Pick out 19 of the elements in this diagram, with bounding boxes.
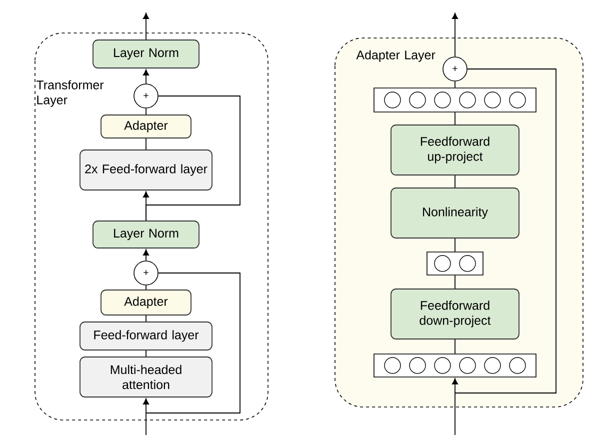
neuron-layer — [374, 88, 536, 112]
adapter-box: Adapter — [100, 114, 192, 138]
layer-box: 2x Feed-forward layer — [80, 150, 212, 190]
arrow — [142, 249, 150, 262]
layer-box: Feedforward up-project — [390, 124, 520, 176]
layer-box: Layer Norm — [92, 220, 200, 248]
neuron-layer — [426, 252, 484, 276]
arrow — [142, 69, 150, 84]
layer-box: Multi-headed attention — [80, 356, 212, 398]
arrow — [452, 12, 458, 58]
layer-box: Nonlinearity — [390, 188, 520, 238]
adapter-box: Adapter — [100, 290, 192, 316]
layer-box: Feedforward down-project — [390, 288, 520, 340]
arrow — [452, 378, 458, 436]
layer-box: Layer Norm — [92, 40, 200, 68]
arrow — [142, 12, 150, 40]
neuron-layer — [374, 354, 536, 378]
arrow — [142, 398, 150, 436]
layer-box: Feed-forward layer — [80, 322, 212, 350]
